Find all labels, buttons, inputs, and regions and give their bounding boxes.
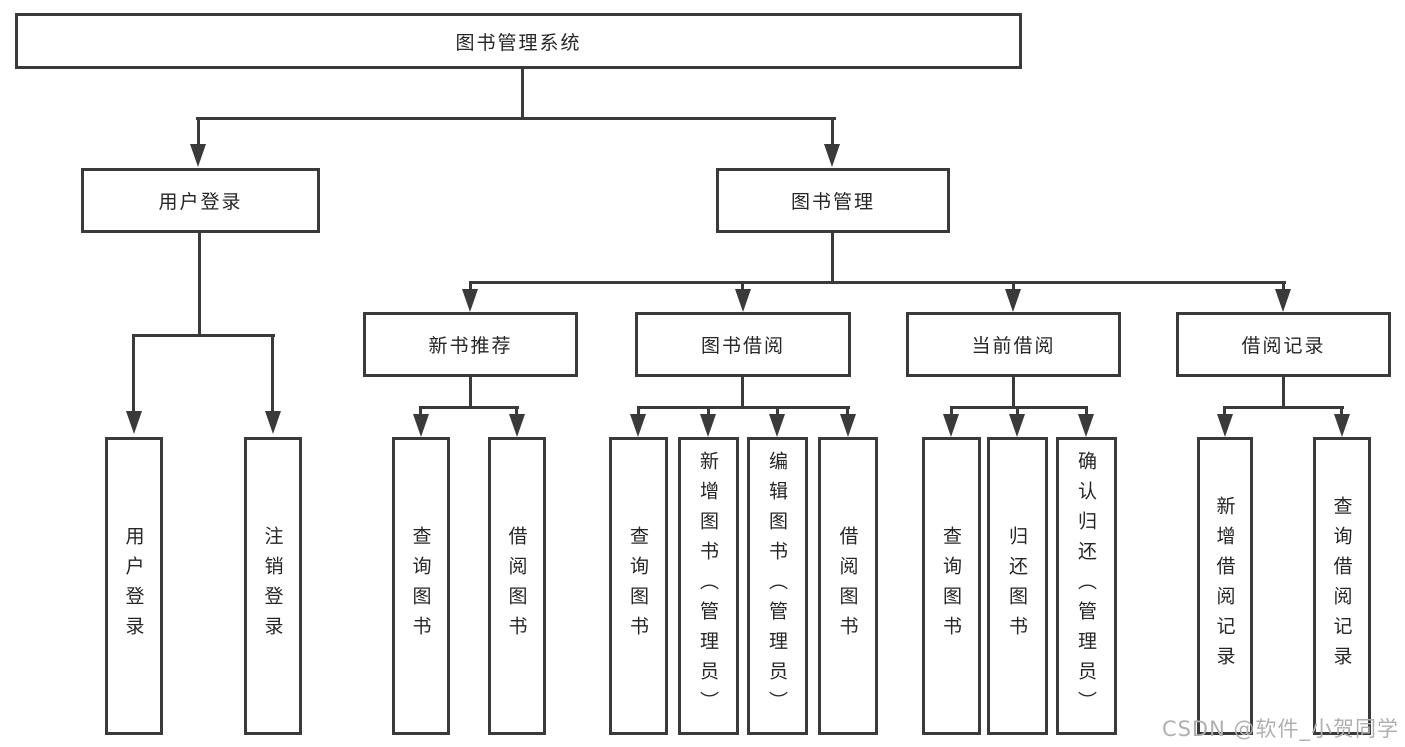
node-user-login: 用户登录 bbox=[81, 168, 320, 233]
leaf-edit-books-admin-label: 编辑图书（管理员） bbox=[766, 451, 788, 721]
connector-line bbox=[637, 408, 640, 416]
leaf-query-books-recommend: 查询图书 bbox=[392, 437, 450, 735]
arrowhead-down-icon bbox=[1078, 414, 1094, 437]
leaf-borrow-books-recommend-label: 借阅图书 bbox=[505, 526, 528, 646]
connector-line bbox=[198, 233, 201, 336]
connector-line bbox=[950, 406, 1088, 409]
connector-line bbox=[469, 281, 1286, 284]
node-borrowing-records: 借阅记录 bbox=[1176, 312, 1391, 377]
connector-line bbox=[469, 377, 472, 409]
connector-line bbox=[707, 408, 710, 416]
node-book-management: 图书管理 bbox=[716, 168, 950, 233]
leaf-add-books-admin: 新增图书（管理员） bbox=[678, 437, 739, 735]
arrowhead-down-icon bbox=[943, 414, 959, 437]
arrowhead-down-icon bbox=[462, 289, 478, 312]
leaf-add-books-admin-label: 新增图书（管理员） bbox=[697, 451, 719, 721]
connector-line bbox=[1085, 408, 1088, 416]
connector-line bbox=[469, 283, 472, 293]
connector-line bbox=[776, 408, 779, 416]
arrowhead-down-icon bbox=[1275, 289, 1291, 312]
leaf-query-books-current: 查询图书 bbox=[922, 437, 981, 735]
leaf-query-books-current-label: 查询图书 bbox=[940, 526, 962, 646]
connector-line bbox=[1012, 283, 1015, 293]
connector-line bbox=[1340, 408, 1343, 416]
connector-line bbox=[196, 117, 836, 120]
node-new-book-recommendation-label: 新书推荐 bbox=[428, 335, 513, 357]
node-book-borrowing-label: 图书借阅 bbox=[700, 335, 785, 357]
node-current-borrowing-label: 当前借阅 bbox=[971, 335, 1056, 357]
leaf-user-login-label: 用户登录 bbox=[122, 526, 145, 646]
leaf-user-login: 用户登录 bbox=[105, 437, 163, 735]
connector-line bbox=[521, 69, 524, 120]
connector-line bbox=[271, 336, 274, 413]
connector-line bbox=[1012, 377, 1015, 409]
node-current-borrowing: 当前借阅 bbox=[906, 312, 1121, 377]
node-new-book-recommendation: 新书推荐 bbox=[363, 312, 578, 377]
arrowhead-down-icon bbox=[190, 144, 206, 167]
leaf-query-books-borrowing: 查询图书 bbox=[609, 437, 668, 735]
node-borrowing-records-label: 借阅记录 bbox=[1241, 335, 1326, 357]
connector-line bbox=[419, 406, 519, 409]
node-root-label: 图书管理系统 bbox=[455, 31, 582, 54]
leaf-return-books: 归还图书 bbox=[987, 437, 1048, 735]
connector-line bbox=[1223, 406, 1344, 409]
connector-line bbox=[846, 408, 849, 416]
arrowhead-down-icon bbox=[509, 414, 525, 437]
arrowhead-down-icon bbox=[630, 414, 646, 437]
node-book-management-label: 图书管理 bbox=[790, 191, 875, 213]
arrowhead-down-icon bbox=[126, 411, 142, 434]
arrowhead-down-icon bbox=[840, 414, 856, 437]
connector-line bbox=[950, 408, 953, 416]
leaf-borrow-books-recommend: 借阅图书 bbox=[488, 437, 546, 735]
leaf-confirm-return-admin: 确认归还（管理员） bbox=[1056, 437, 1117, 735]
connector-line bbox=[515, 408, 518, 416]
leaf-query-books-recommend-label: 查询图书 bbox=[409, 526, 432, 646]
node-book-borrowing: 图书借阅 bbox=[635, 312, 851, 377]
connector-line bbox=[741, 283, 744, 293]
leaf-borrow-books: 借阅图书 bbox=[818, 437, 878, 735]
arrowhead-down-icon bbox=[413, 414, 429, 437]
connector-line bbox=[197, 119, 200, 146]
connector-line bbox=[637, 406, 850, 409]
connector-line bbox=[132, 334, 275, 337]
arrowhead-down-icon bbox=[1217, 414, 1233, 437]
arrowhead-down-icon bbox=[824, 144, 840, 167]
watermark: CSDN @软件_小贺同学 bbox=[1161, 717, 1399, 741]
connector-line bbox=[831, 119, 834, 146]
connector-line bbox=[1016, 408, 1019, 416]
arrowhead-down-icon bbox=[700, 414, 716, 437]
arrowhead-down-icon bbox=[769, 414, 785, 437]
leaf-query-borrow-record: 查询借阅记录 bbox=[1313, 437, 1371, 735]
arrowhead-down-icon bbox=[1334, 414, 1350, 437]
arrowhead-down-icon bbox=[265, 411, 281, 434]
leaf-return-books-label: 归还图书 bbox=[1006, 526, 1028, 646]
connector-line bbox=[132, 336, 135, 413]
arrowhead-down-icon bbox=[1009, 414, 1025, 437]
connector-line bbox=[1282, 377, 1285, 409]
leaf-query-borrow-record-label: 查询借阅记录 bbox=[1330, 496, 1353, 676]
connector-line bbox=[831, 233, 834, 284]
node-user-login-label: 用户登录 bbox=[158, 191, 243, 213]
leaf-logout: 注销登录 bbox=[244, 437, 302, 735]
arrowhead-down-icon bbox=[735, 289, 751, 312]
leaf-query-books-borrowing-label: 查询图书 bbox=[627, 526, 649, 646]
leaf-confirm-return-admin-label: 确认归还（管理员） bbox=[1075, 451, 1097, 721]
leaf-borrow-books-label: 借阅图书 bbox=[836, 526, 859, 646]
connector-line bbox=[1223, 408, 1226, 416]
connector-line bbox=[419, 408, 422, 416]
leaf-add-borrow-record-label: 新增借阅记录 bbox=[1213, 496, 1236, 676]
leaf-logout-label: 注销登录 bbox=[261, 526, 284, 646]
arrowhead-down-icon bbox=[1005, 289, 1021, 312]
leaf-add-borrow-record: 新增借阅记录 bbox=[1197, 437, 1253, 735]
node-root: 图书管理系统 bbox=[15, 13, 1022, 69]
leaf-edit-books-admin: 编辑图书（管理员） bbox=[747, 437, 808, 735]
connector-line bbox=[1282, 283, 1285, 293]
connector-line bbox=[741, 377, 744, 409]
